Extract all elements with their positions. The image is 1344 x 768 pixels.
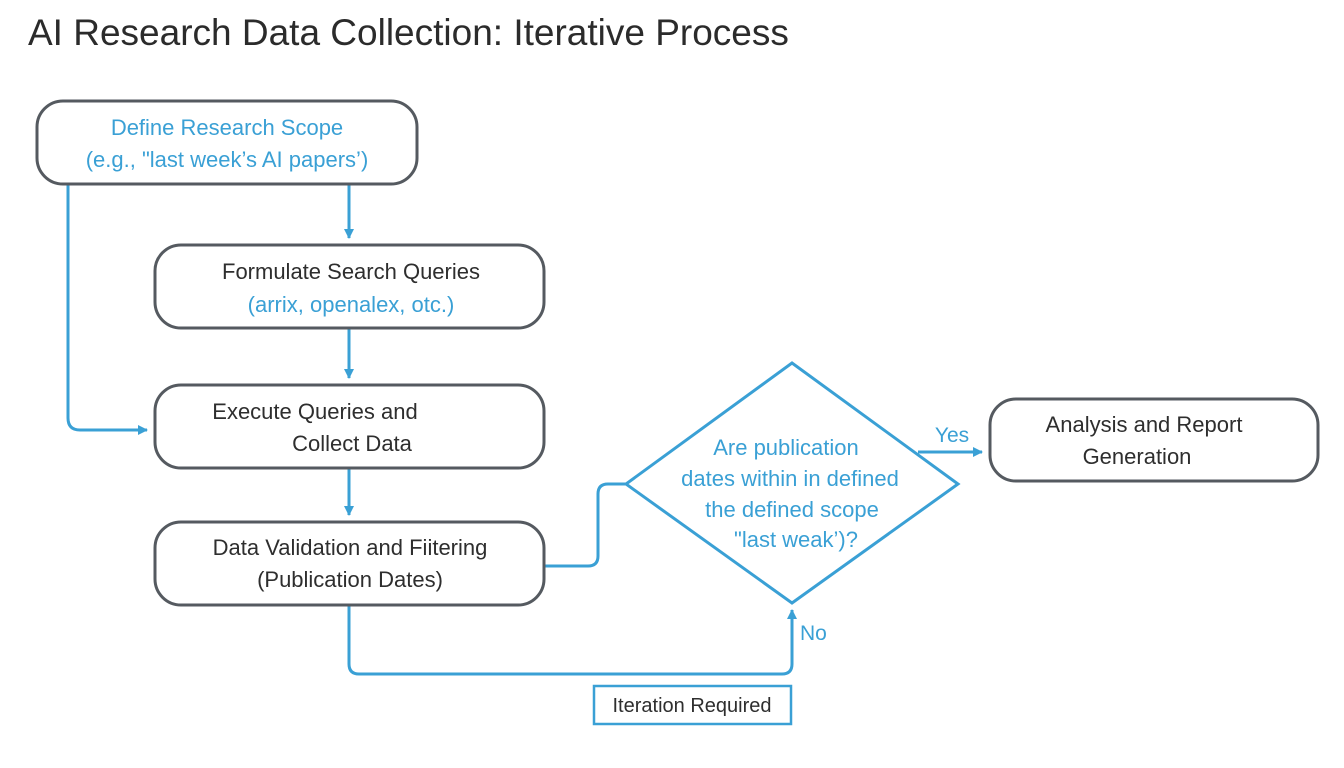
edge-define-to-execute <box>66 183 148 435</box>
edge-label-yes: Yes <box>935 424 969 447</box>
connectors <box>66 183 983 676</box>
node-formulate-queries-line1: Formulate Search Queries <box>222 259 480 284</box>
node-iteration-label: Iteration Required <box>613 695 772 717</box>
edge-iteration-loop <box>347 605 797 676</box>
node-validation-box <box>153 520 546 607</box>
edge-label-no: No <box>800 622 827 645</box>
node-formulate-queries-line2: (arrix, openalex, otc.) <box>248 292 455 317</box>
node-define-scope-line2: (e.g., "last week’s AI papers’) <box>86 147 369 172</box>
edge-validation-to-decision <box>544 482 626 568</box>
node-decision: Are publication dates within in defined … <box>623 361 961 605</box>
node-iteration-box <box>592 684 793 726</box>
node-analysis-line2: Generation <box>1083 444 1192 469</box>
node-execute-queries-line1: Execute Queries and <box>212 399 417 424</box>
node-decision-line4: "last weak’)? <box>734 527 858 552</box>
node-validation: Data Validation and Fiitering (Publicati… <box>153 520 546 607</box>
node-analysis-line1: Analysis and Report <box>1046 412 1243 437</box>
node-validation-line1: Data Validation and Fiitering <box>213 535 488 560</box>
node-execute-queries-box <box>153 383 546 470</box>
node-define-scope-line1: Define Research Scope <box>111 115 343 140</box>
node-decision-diamond <box>623 361 961 605</box>
node-execute-queries-line2: Collect Data <box>292 431 413 456</box>
node-iteration: Iteration Required <box>592 684 793 726</box>
node-decision-line2: dates within in defined <box>681 466 899 491</box>
node-formulate-queries: Formulate Search Queries (arrix, openale… <box>153 243 546 330</box>
node-analysis-box <box>988 397 1320 483</box>
node-validation-line2: (Publication Dates) <box>257 567 443 592</box>
node-define-scope-box <box>35 99 419 186</box>
node-decision-line1: Are publication <box>713 435 859 460</box>
node-execute-queries: Execute Queries and Collect Data <box>153 383 546 470</box>
node-analysis: Analysis and Report Generation <box>988 397 1320 483</box>
node-define-scope: Define Research Scope (e.g., "last week’… <box>35 99 419 186</box>
page-title: AI Research Data Collection: Iterative P… <box>28 12 789 53</box>
node-formulate-queries-box <box>153 243 546 330</box>
node-decision-line3: the defined scope <box>705 497 879 522</box>
